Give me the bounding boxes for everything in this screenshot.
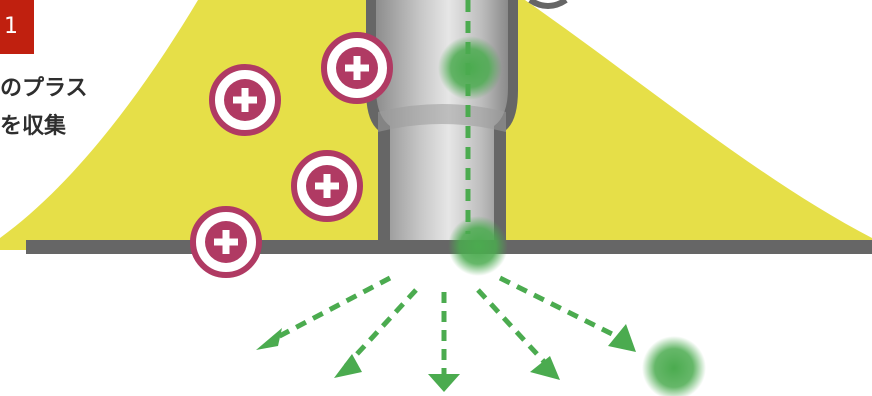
tube-shoulder	[378, 104, 506, 132]
particle-exit	[448, 216, 508, 276]
plus-charge-icon	[321, 32, 393, 104]
particle-upper	[438, 36, 502, 100]
caption-text: のプラス を収集	[0, 70, 88, 146]
arrow-down-icon	[476, 288, 560, 380]
partial-shape-top	[528, 0, 568, 9]
plus-charge-icon	[291, 150, 363, 222]
caption-line-2: を収集	[0, 114, 67, 139]
particle-emitted	[642, 336, 706, 396]
arrow-down-icon	[498, 275, 636, 352]
step-badge-text: 1	[4, 14, 18, 39]
step-badge: 1	[0, 0, 34, 54]
arrow-down-icon	[256, 275, 392, 350]
caption-line-1: のプラス	[0, 76, 88, 101]
plus-charge-icon	[190, 206, 262, 278]
arrow-down-icon	[334, 288, 418, 378]
arrow-down-icon	[428, 292, 460, 392]
plus-charge-icon	[209, 64, 281, 136]
